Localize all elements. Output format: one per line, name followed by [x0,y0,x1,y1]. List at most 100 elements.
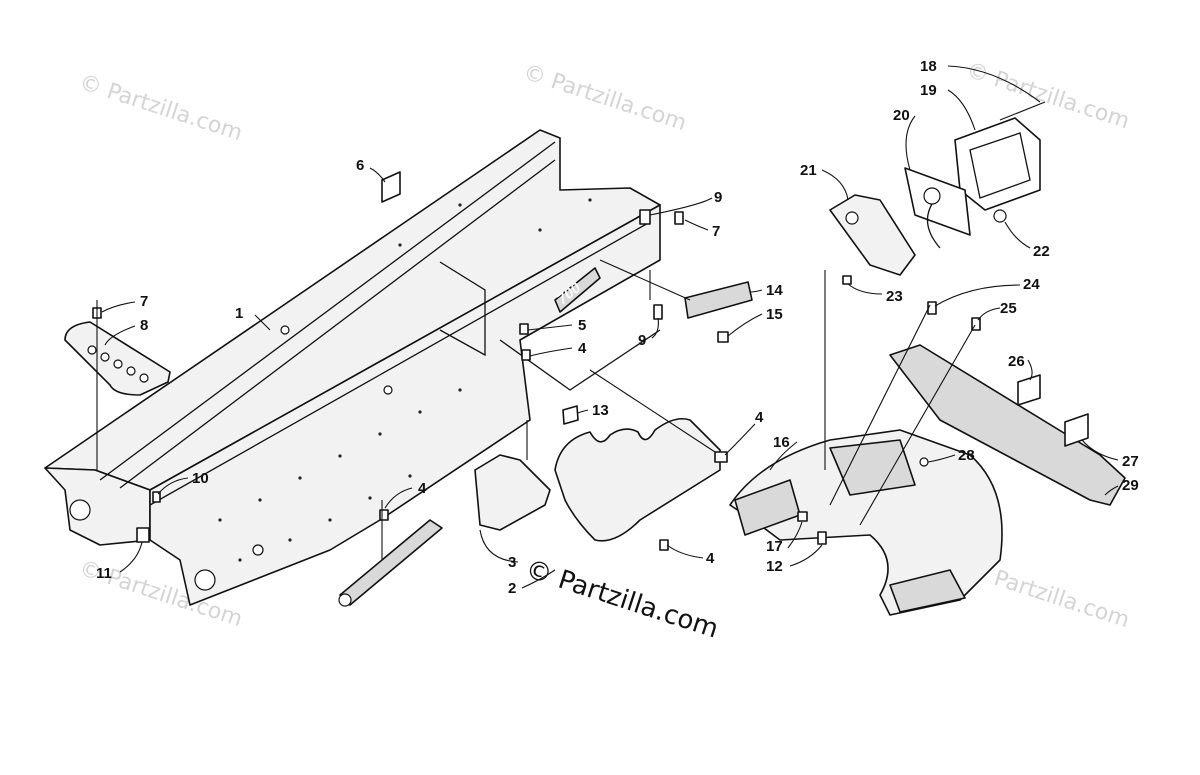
part-6-decal [381,171,401,203]
leader-2 [521,569,556,589]
leader-16 [769,441,798,471]
rivet [458,388,462,392]
callout-13: 13 [592,402,609,419]
bolt-9b [653,304,663,320]
part-14-reflector [684,281,753,319]
leader-25 [977,307,1001,321]
rivet [288,538,292,542]
guard-hole [87,345,97,355]
watermark-top-right: © Partzilla.com [963,58,1132,134]
leader-23 [847,283,883,295]
guard-hole [139,373,149,383]
leader-28 [927,454,956,463]
callout-25: 25 [1000,300,1017,317]
watermark-center: © Partzilla.com [522,554,722,645]
callout-18: 18 [920,58,937,75]
callout-20: 20 [893,107,910,124]
rivet [258,498,262,502]
part-24-bolt [927,301,937,315]
leader-9a [649,197,713,216]
leader-15 [727,313,763,337]
taillight-assembly [829,101,1046,285]
leader-22 [1004,221,1031,249]
assembly-line-14 [599,259,691,301]
part-8-guard [64,321,171,396]
callout-27: 27 [1122,453,1139,470]
leader-26 [1027,359,1033,381]
leader-11 [119,541,143,573]
assembly-line-24 [829,304,931,506]
bumper-footrest-right [889,569,966,613]
tunnel-right-hole [194,569,216,591]
tunnel-rail-line-3 [149,221,651,506]
watermark-top-center: © Partzilla.com [520,60,689,136]
callout-7-left: 7 [140,293,148,310]
guard-body [64,321,171,396]
callout-4-upper: 4 [578,340,587,357]
callout-2: 2 [508,580,516,597]
assembly-line-25 [859,324,976,526]
leader-19 [947,89,976,131]
callout-4-lower: 4 [706,550,715,567]
leader-8 [104,325,136,346]
part-21-housing [829,194,916,276]
assembly-line-4d [589,369,716,453]
callout-7-right: 7 [712,223,720,240]
callout-17: 17 [766,538,783,555]
rivet [238,558,242,562]
bolt-10 [152,491,161,503]
bolt-9 [639,209,651,225]
tunnel-inner-edge [439,261,486,357]
callout-28: 28 [958,447,975,464]
leader-27 [1081,439,1119,461]
rivet [398,243,402,247]
tunnel-part [44,129,661,606]
callout-14: 14 [766,282,783,299]
callout-10: 10 [192,470,209,487]
traction-strip [338,519,443,607]
callout-9-upper: 9 [714,189,722,206]
leader-3 [479,529,519,563]
tunnel-rail-line-1 [99,141,556,481]
part-23-nut [842,275,852,285]
part-22-bulb [993,209,1007,223]
callout-5: 5 [578,317,586,334]
tunnel-rivets [218,198,592,562]
leader-13 [577,409,589,414]
lens-inner [969,132,1031,199]
callout-19: 19 [920,82,937,99]
callout-3: 3 [508,554,516,571]
rivet [218,518,222,522]
nut-4c [659,539,669,551]
leader-4d [724,423,756,456]
plate-socket [923,187,941,205]
leader-18 [947,65,1041,103]
leader-7b [684,219,709,231]
nut-5 [519,323,529,335]
leader-24 [934,284,1021,307]
guard-hole [113,359,123,369]
strip-end-cap [338,593,352,607]
part-12-bolt [817,531,827,545]
rivet [538,228,542,232]
wire [926,203,941,249]
leader-lines [96,65,1119,589]
leader-29 [1104,485,1119,496]
callout-8: 8 [140,317,148,334]
callout-24: 24 [1023,276,1040,293]
tunnel-left-hole [69,499,91,521]
leader-12 [789,544,823,567]
part-26-decal [1017,374,1041,406]
callout-1: 1 [235,305,243,322]
model-decal: 700 [554,267,601,313]
tunnel-left-end [44,467,151,546]
callout-15: 15 [766,306,783,323]
leader-1 [254,314,271,331]
callout-21: 21 [800,162,817,179]
leader-17 [787,521,803,549]
callout-11: 11 [96,565,112,582]
tunnel-rail-line-2 [119,159,556,489]
leader-4b [529,347,573,357]
